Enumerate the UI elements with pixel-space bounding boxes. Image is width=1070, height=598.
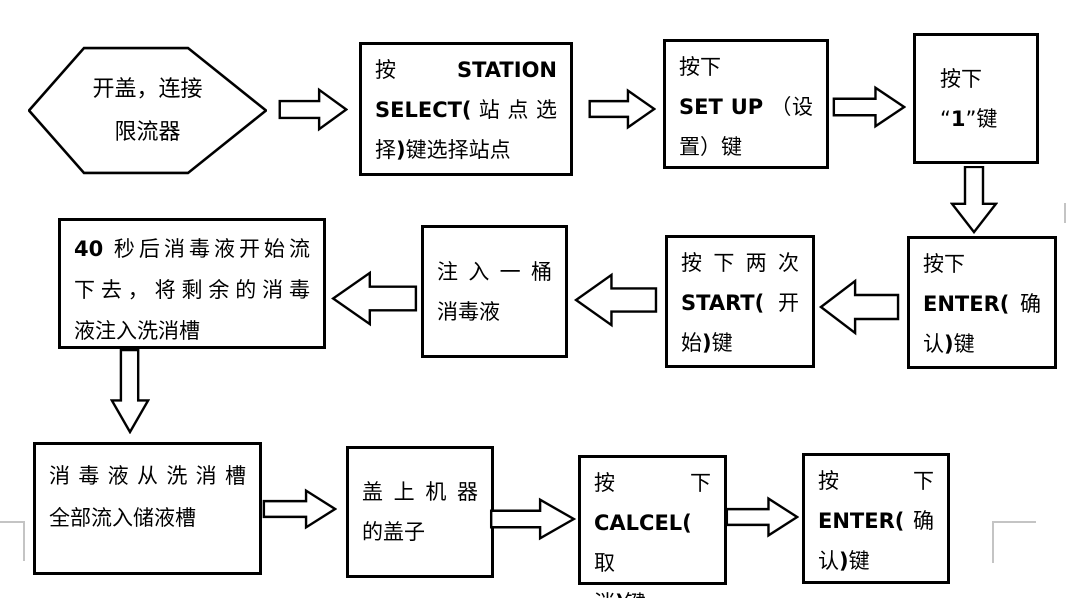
node-text-line: 的盖子 [362, 520, 425, 544]
node-text-line: 认)键 [923, 332, 975, 356]
node-text-line: 注入一桶 [437, 259, 552, 284]
node-text-line: 消毒液 [437, 299, 500, 324]
node-text-line: ENTER( 确 [923, 292, 1041, 316]
page-edge-mark [1064, 203, 1066, 223]
node-text-line: 按下 [923, 252, 965, 276]
arrow-right-icon [832, 85, 906, 129]
arrow-right-icon [262, 488, 337, 530]
node-text-line: 限流器 [114, 119, 181, 145]
node-pour-one-bucket: 注入一桶消毒液 [421, 225, 568, 358]
node-text-line: 置）键 [679, 135, 742, 159]
node-text-line: 消毒液从洗消槽 [49, 464, 246, 488]
node-cancel-key: 按 下 CALCEL( 取消)键 [578, 455, 727, 598]
arrow-left-icon [573, 272, 658, 328]
node-text-line: ENTER( 确 [818, 509, 934, 533]
node-text-line: 液注入洗消槽 [74, 319, 200, 343]
node-open-lid: 开盖，连接限流器 [28, 46, 267, 175]
arrow-right-icon [278, 87, 348, 132]
arrow-down-icon [110, 349, 150, 434]
node-text-line: SET UP （设 [679, 95, 813, 119]
node-station-select: 按 STATION SELECT( 站 点 选择)键选择站点 [359, 42, 573, 176]
node-text-line: 按 下 [594, 471, 711, 495]
node-text-line: 按下两次 [681, 251, 799, 275]
node-after-40-seconds: 40 秒后消毒液开始流下去，将剩余的消毒液注入洗消槽 [58, 218, 326, 349]
node-text-line: 盖上机器 [362, 480, 478, 504]
arrow-right-icon [588, 88, 656, 130]
node-press-1: 按下 “1”键 [913, 33, 1039, 164]
node-text-line: 始)键 [681, 331, 733, 355]
node-text-line: 按 STATION [375, 58, 557, 82]
table-corner-mark [0, 521, 25, 523]
node-text-line: 全部流入储液槽 [49, 506, 196, 530]
node-enter-confirm-final: 按 下 ENTER( 确认)键 [802, 453, 950, 584]
node-text-line: “1”键 [940, 106, 998, 131]
node-text-line: START( 开 [681, 291, 799, 315]
table-corner-mark [992, 521, 994, 563]
node-start-twice: 按下两次 START( 开始)键 [665, 235, 815, 368]
node-text-line: 按 下 [818, 469, 934, 493]
node-close-machine-cover: 盖上机器的盖子 [346, 446, 494, 578]
table-corner-mark [23, 521, 25, 561]
node-text-line: 按下 [679, 55, 721, 79]
node-text-line: 开盖，连接 [92, 76, 203, 102]
arrow-down-icon [950, 166, 998, 234]
arrow-right-icon [489, 497, 576, 541]
node-text-line: 认)键 [818, 549, 870, 573]
table-corner-mark [992, 521, 1036, 523]
node-enter-confirm-first: 按下 ENTER( 确认)键 [907, 236, 1057, 369]
node-text-line: 择)键选择站点 [375, 138, 511, 162]
node-flow-into-storage: 消毒液从洗消槽全部流入储液槽 [33, 442, 262, 575]
node-text-line: CALCEL( 取 [594, 511, 692, 575]
node-text-line: 消)键 [594, 583, 711, 598]
hexagon-shape [28, 46, 267, 175]
node-text-line: 按下 [940, 66, 982, 91]
arrow-right-icon [725, 496, 799, 538]
node-text-line: 下去，将剩余的消毒 [74, 278, 310, 302]
node-set-up: 按下 SET UP （设置）键 [663, 39, 829, 169]
arrow-left-icon [330, 270, 418, 327]
node-text-line: SELECT( 站 点 选 [375, 98, 557, 122]
node-open-lid-text: 开盖，连接限流器 [28, 46, 267, 175]
node-text-line: 40 秒后消毒液开始流 [74, 237, 310, 261]
arrow-left-icon [818, 278, 900, 336]
